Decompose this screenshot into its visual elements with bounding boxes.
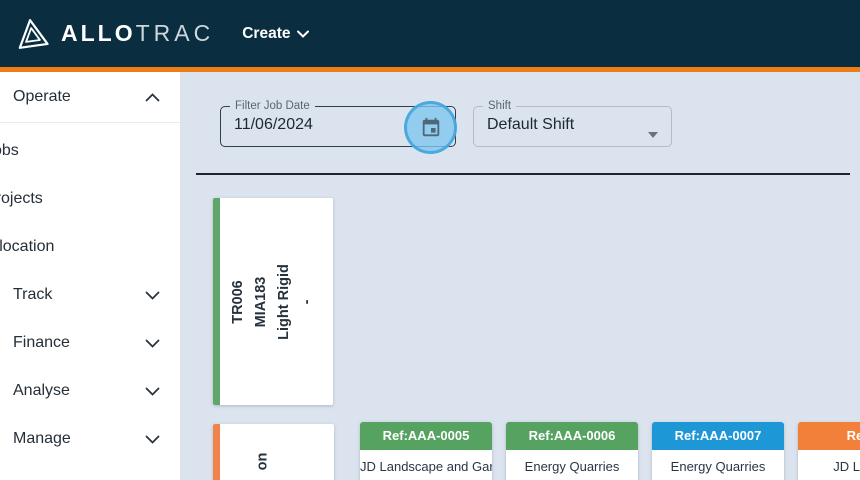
sidebar-item-track[interactable]: Track — [0, 271, 180, 319]
vehicle-card[interactable]: on — [213, 424, 334, 480]
sidebar-item-finance[interactable]: Finance — [0, 319, 180, 367]
job-date-input[interactable]: 11/06/2024 — [234, 116, 313, 133]
chevron-down-icon — [145, 339, 160, 348]
job-card-customer: JD Landscape and Gar... — [360, 459, 492, 474]
sidebar-item-analyse[interactable]: Analyse — [0, 367, 180, 415]
sidebar-item-allocation[interactable]: Allocation — [0, 223, 180, 271]
sidebar-item-label: Allocation — [0, 238, 55, 255]
vehicle-code: TR006 — [229, 279, 246, 324]
vehicle-card-text: on — [254, 452, 271, 471]
app-header: ALLOTRAC Create — [0, 0, 860, 67]
board-section-divider — [196, 173, 850, 175]
shift-select-field[interactable]: Shift Default Shift — [473, 100, 672, 147]
job-card-customer: Energy Quarries — [670, 459, 766, 474]
sidebar-item-label: Analyse — [13, 382, 70, 399]
vehicle-card-text: TR006 MIA183 Light Rigid - — [227, 264, 319, 340]
chevron-down-icon — [145, 435, 160, 444]
brand-name: ALLOTRAC — [61, 20, 214, 47]
create-menu-label: Create — [242, 24, 291, 42]
calendar-button[interactable] — [404, 101, 457, 154]
create-menu-button[interactable]: Create — [242, 24, 310, 43]
job-card-customer: Energy Quarries — [524, 459, 620, 474]
sidebar-item-projects[interactable]: Projects — [0, 175, 180, 223]
sidebar-item-label: Manage — [13, 430, 71, 447]
job-card-ref: Ref:A — [798, 422, 860, 450]
job-card[interactable]: Ref:AAA-0006 Energy Quarries — [506, 422, 638, 480]
sidebar-divider — [0, 122, 180, 123]
sidebar-item-label: Projects — [0, 190, 43, 207]
job-card-ref: Ref:AAA-0006 — [506, 422, 638, 450]
brand-trac: TRAC — [135, 20, 215, 46]
sidebar-operate-sublist: Jobs Projects Allocation — [0, 123, 180, 271]
shift-select-value[interactable]: Default Shift — [487, 116, 575, 133]
allotrac-logo-icon — [18, 18, 49, 49]
dropdown-arrow-icon — [648, 132, 658, 138]
job-card-ref: Ref:AAA-0005 — [360, 422, 492, 450]
header-accent-bar — [0, 67, 860, 72]
sidebar-item-label: Track — [13, 286, 53, 303]
sidebar-item-operate[interactable]: Operate — [0, 72, 180, 122]
vehicle-card[interactable]: TR006 MIA183 Light Rigid - — [213, 198, 333, 405]
vehicle-rego: MIA183 — [252, 276, 269, 327]
job-card-ref: Ref:AAA-0007 — [652, 422, 784, 450]
job-card[interactable]: Ref:A JD Landsc — [798, 422, 860, 480]
job-card[interactable]: Ref:AAA-0005 JD Landscape and Gar... — [360, 422, 492, 480]
job-date-filter-field[interactable]: Filter Job Date 11/06/2024 — [220, 100, 456, 147]
sidebar-item-manage[interactable]: Manage — [0, 415, 180, 463]
sidebar: Operate Jobs Projects Allocation Track F… — [0, 72, 181, 480]
brand-allo: ALLO — [61, 20, 136, 46]
job-date-filter-label: Filter Job Date — [235, 100, 310, 112]
vehicle-extra: - — [298, 299, 315, 304]
chevron-down-icon — [145, 387, 160, 396]
vehicle-status-stripe — [213, 198, 220, 405]
sidebar-item-jobs[interactable]: Jobs — [0, 127, 180, 175]
vehicle-type: Light Rigid — [275, 263, 292, 340]
chevron-up-icon — [145, 92, 160, 101]
shift-select-label: Shift — [488, 100, 512, 112]
sidebar-item-label: Finance — [13, 334, 70, 351]
chevron-down-icon — [297, 30, 310, 38]
job-card-customer: JD Landsc — [833, 459, 860, 474]
calendar-icon — [422, 117, 439, 136]
sidebar-item-label: Jobs — [0, 142, 19, 159]
sidebar-item-label: Operate — [13, 88, 71, 105]
job-card[interactable]: Ref:AAA-0007 Energy Quarries — [652, 422, 784, 480]
chevron-down-icon — [145, 291, 160, 300]
vehicle-status-stripe — [213, 424, 220, 480]
